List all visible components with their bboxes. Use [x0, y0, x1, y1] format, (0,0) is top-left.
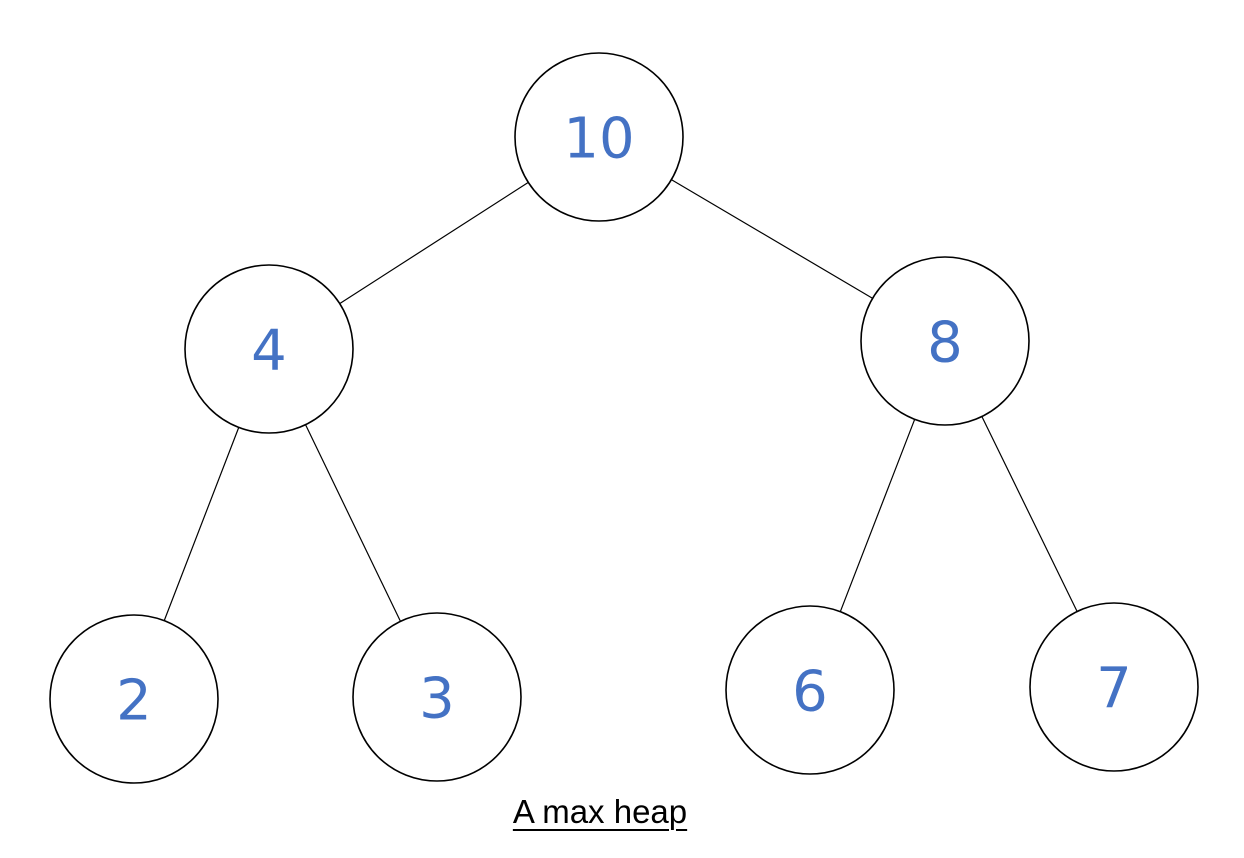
edge-n4-n3: [304, 424, 402, 622]
edge-n8-n7: [981, 416, 1078, 612]
nodes-layer: 10 4 8 2 3 6 7: [49, 52, 1199, 784]
node-circle: [725, 605, 895, 775]
node-circle: [1029, 602, 1199, 772]
heap-node-6: 6: [725, 605, 895, 775]
node-value: 2: [116, 669, 152, 734]
edges-layer: [163, 179, 1078, 622]
node-value: 8: [927, 311, 963, 376]
node-value: 3: [419, 667, 455, 732]
edge-n4-n2: [163, 427, 240, 621]
node-circle: [352, 612, 522, 782]
heap-node-4: 4: [184, 264, 354, 434]
node-circle: [514, 52, 684, 222]
node-value: 6: [792, 660, 828, 725]
diagram-caption: A max heap: [512, 793, 688, 830]
node-value: 10: [563, 107, 634, 172]
node-circle: [860, 256, 1030, 426]
node-value: 4: [251, 319, 287, 384]
heap-node-3: 3: [352, 612, 522, 782]
heap-node-7: 7: [1029, 602, 1199, 772]
node-circle: [49, 614, 219, 784]
heap-node-2: 2: [49, 614, 219, 784]
heap-node-8: 8: [860, 256, 1030, 426]
edge-n8-n6: [839, 419, 916, 612]
node-value: 7: [1096, 657, 1132, 722]
edge-n10-n4: [339, 181, 529, 305]
edge-n10-n8: [671, 179, 873, 299]
heap-node-10: 10: [514, 52, 684, 222]
node-circle: [184, 264, 354, 434]
